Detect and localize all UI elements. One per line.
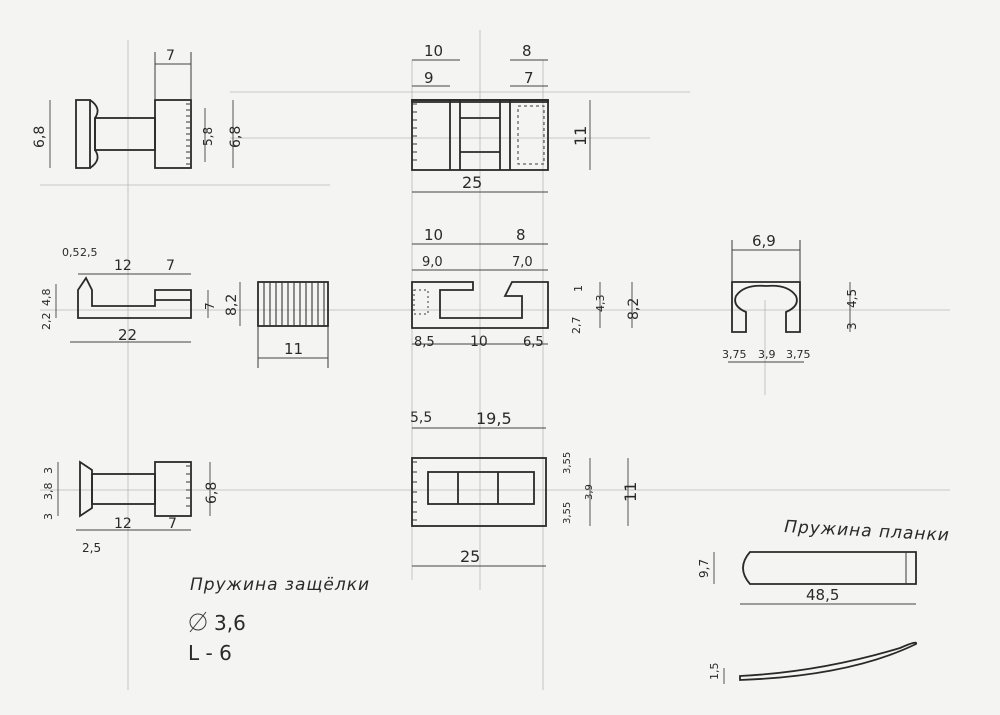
v5-dim-bot1: 8,5: [414, 335, 435, 350]
v8-dim-r2: 3,9: [584, 484, 595, 500]
v6-dim-top: 6,9: [752, 232, 776, 250]
v7-dim-right: 6,8: [204, 482, 220, 504]
v6-dim-r1: 4,5: [845, 289, 859, 308]
view-top-center: [411, 59, 591, 193]
view-section-center: [411, 243, 633, 345]
v7-dim-l1: 3: [42, 467, 55, 474]
bar-spring-title: Пружина планки: [784, 517, 951, 546]
view-side-top: [49, 52, 234, 169]
v5-dim-r2: 4,3: [594, 295, 607, 313]
v5-dim-r1: 1: [572, 285, 585, 292]
latch-spring-len: L - 6: [188, 641, 232, 665]
v2-dim-top1: 10: [424, 42, 443, 60]
v2-dim-sub2: 7: [524, 69, 534, 87]
v1-dim-right: 6,8: [228, 126, 244, 148]
v5-dim-r3: 2,7: [570, 317, 583, 335]
v3-dim-b: 2,5: [80, 246, 98, 259]
v5-dim-top1: 10: [424, 226, 443, 244]
v8-dim-r3: 3,55: [562, 502, 573, 524]
v7-dim-l3: 3: [42, 513, 55, 520]
v6-dim-b2: 3,9: [758, 348, 776, 361]
v6-dim-r2: 3: [845, 322, 859, 330]
v7-dim-b3: 2,5: [82, 541, 101, 555]
v8-dim-top2: 19,5: [476, 409, 512, 428]
v5-dim-bot3: 6,5: [523, 335, 544, 350]
diameter-icon: [189, 611, 207, 633]
v2-dim-sub1: 9: [424, 69, 434, 87]
v9-dim-left: 9,7: [697, 559, 711, 578]
v4-dim-left: 8,2: [224, 294, 240, 316]
v8-dim-bottom: 25: [460, 547, 480, 566]
v8-dim-top1: 5,5: [410, 410, 432, 426]
view-end-right: [728, 240, 851, 363]
v3-dim-c: 12: [114, 258, 132, 274]
v5-dim-top2: 8: [516, 226, 526, 244]
view-bottom-center: [411, 427, 629, 567]
v6-dim-b1: 3,75: [722, 348, 747, 361]
v3-dim-d: 7: [166, 258, 175, 274]
v6-dim-b3: 3,75: [786, 348, 811, 361]
v2-dim-bottom: 25: [462, 173, 482, 192]
v5-dim-sub1: 9,0: [422, 255, 443, 270]
v8-dim-r4: 11: [621, 482, 640, 502]
view-bar-spring: [713, 551, 918, 684]
v5-dim-sub2: 7,0: [512, 255, 533, 270]
v7-dim-b2: 7: [168, 516, 177, 532]
v5-dim-bot2: 10: [470, 334, 488, 350]
view-bottom-left: [57, 460, 211, 531]
v3-dim-left2: 2,2: [40, 313, 53, 331]
v8-dim-r1: 3,55: [562, 452, 573, 474]
v1-dim-mid: 5,8: [201, 127, 215, 146]
latch-spring-dia: 3,6: [214, 611, 246, 635]
v1-dim-top: 7: [166, 48, 175, 64]
v5-dim-r4: 8,2: [626, 298, 642, 320]
v9-dim-bottom: 48,5: [806, 586, 839, 604]
v1-dim-left: 6,8: [32, 126, 48, 148]
view-profile-left: [55, 273, 209, 343]
v7-dim-l2: 3,8: [42, 483, 55, 501]
v4-dim-bottom: 11: [284, 340, 303, 358]
v3-dim-left1: 4,8: [40, 289, 53, 307]
v2-dim-right: 11: [571, 126, 590, 146]
v9-dim-small: 1,5: [708, 663, 721, 681]
v3-dim-a: 0,5: [62, 246, 80, 259]
v3-dim-bottom: 22: [118, 326, 137, 344]
latch-spring-title: Пружина защёлки: [190, 575, 370, 595]
v7-dim-b1: 12: [114, 516, 132, 532]
v2-dim-top2: 8: [522, 42, 532, 60]
view-hatched-block: [239, 281, 329, 368]
v3-dim-right: 7: [203, 302, 217, 310]
